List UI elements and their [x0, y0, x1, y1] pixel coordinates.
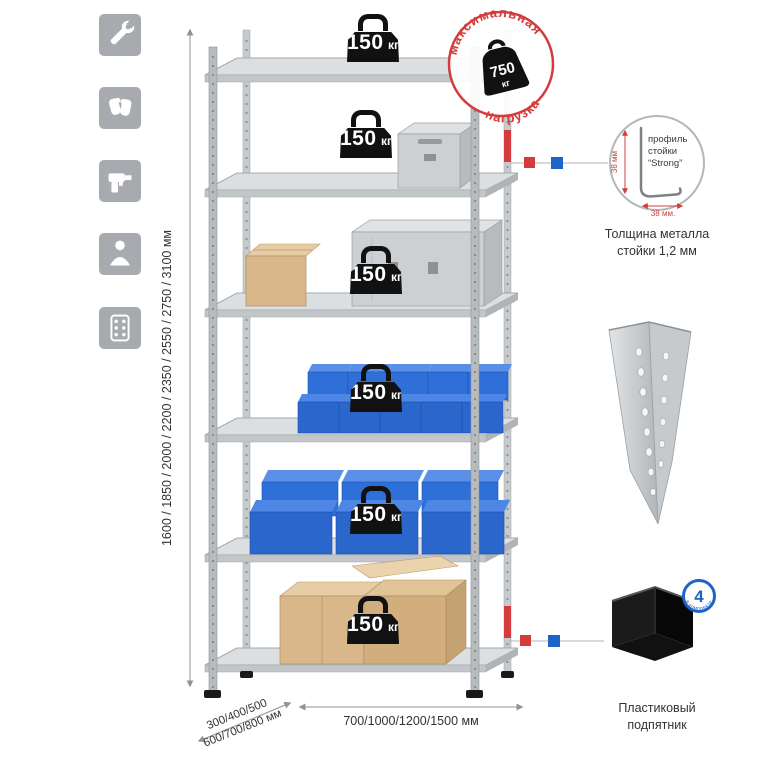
person-icon [99, 233, 141, 275]
profile-label-1: профиль [648, 134, 687, 145]
rack-foot [240, 671, 253, 678]
rack-foot [501, 671, 514, 678]
rack-illustration [204, 29, 519, 698]
profile-detail: 38 мм 38 мм. профиль стойки “Strong” [609, 115, 705, 218]
shelf-load-badge: 150 кг [328, 246, 424, 294]
wrench-icon [99, 14, 141, 56]
rack-foot [466, 690, 483, 698]
shelf-load-value: 150 [349, 381, 387, 404]
shelf-load-badge: 150 кг [328, 364, 424, 412]
red-marker-square [520, 635, 531, 646]
shelf-load-unit: кг [380, 134, 392, 148]
weight-handle-icon [358, 596, 388, 613]
foot-caption-line2: подпятник [627, 717, 687, 732]
foot-caption-line1: Пластиковый [618, 701, 696, 715]
profile-dim-vertical: 38 мм [610, 151, 619, 173]
shelf-load-unit: кг [390, 270, 402, 284]
shelf-load-badge: 150 кг [318, 110, 414, 158]
profile-dim-horizontal: 38 мм. [651, 209, 675, 218]
foot-caption: Пластиковый подпятник [582, 700, 732, 734]
weight-handle-icon [358, 14, 388, 31]
shelf-load-unit: кг [390, 388, 402, 402]
weight-handle-icon [361, 486, 391, 503]
profile-caption: Толщина металла стойки 1,2 мм [582, 226, 732, 260]
shelf-load-value: 150 [349, 503, 387, 526]
rack-foot [204, 690, 221, 698]
weight-handle-icon [351, 110, 381, 127]
shelf-load-value: 150 [346, 613, 384, 636]
callout-top [511, 157, 608, 169]
profile-label-2: стойки [648, 146, 677, 157]
kit-badge-value: 4 [694, 587, 704, 606]
post-highlight-bottom [504, 606, 511, 638]
kit-badge: 4 в комплекте [682, 579, 716, 613]
shelf-load-value: 150 [346, 31, 384, 54]
width-dimension-label: 700/1000/1200/1500 мм [343, 714, 479, 728]
foot-illustration [611, 585, 694, 661]
shelf-load-badge: 150 кг [325, 596, 421, 644]
aluminium-case-large [350, 219, 504, 307]
drill-icon [99, 160, 141, 202]
profile-cross-section [639, 126, 682, 198]
shelf-load-value: 150 [339, 127, 377, 150]
profile-holes-icon [99, 307, 141, 349]
shelf-load-badge: 150 кг [328, 486, 424, 534]
shelf-load-badge: 150 кг [325, 14, 421, 62]
weight-handle-icon [361, 364, 391, 381]
stamp-value: 750 [488, 59, 516, 82]
stamp-unit: кг [501, 77, 512, 89]
red-marker-square [524, 157, 535, 168]
height-dimension-label: 1600 / 1850 / 2000 / 2200 / 2350 / 2550 … [160, 229, 174, 547]
dimension-lines [186, 28, 524, 743]
cardboard-box [245, 243, 321, 307]
post-highlight-top [504, 130, 511, 162]
max-load-stamp: максимальная нагрузка 750 кг [436, 0, 555, 132]
profile-caption-line1: Толщина металла [604, 227, 710, 241]
stamp-weight-icon [482, 46, 530, 96]
weight-handle-icon [361, 246, 391, 263]
callout-bottom [509, 635, 604, 647]
profile-caption-line2: стойки 1,2 мм [617, 243, 697, 258]
shelf-load-unit: кг [387, 620, 399, 634]
corner-post-illustration [608, 321, 692, 525]
profile-label-3: “Strong” [648, 158, 682, 169]
shelf-load-value: 150 [349, 263, 387, 286]
rack-post-back-left [242, 29, 251, 673]
rack-post-back-right [503, 29, 512, 673]
shelf-load-unit: кг [390, 510, 402, 524]
blue-bins-large [249, 470, 510, 555]
blue-marker-square [548, 635, 560, 647]
shelf-load-unit: кг [387, 38, 399, 52]
blue-marker-square [551, 157, 563, 169]
gloves-icon [99, 87, 141, 129]
